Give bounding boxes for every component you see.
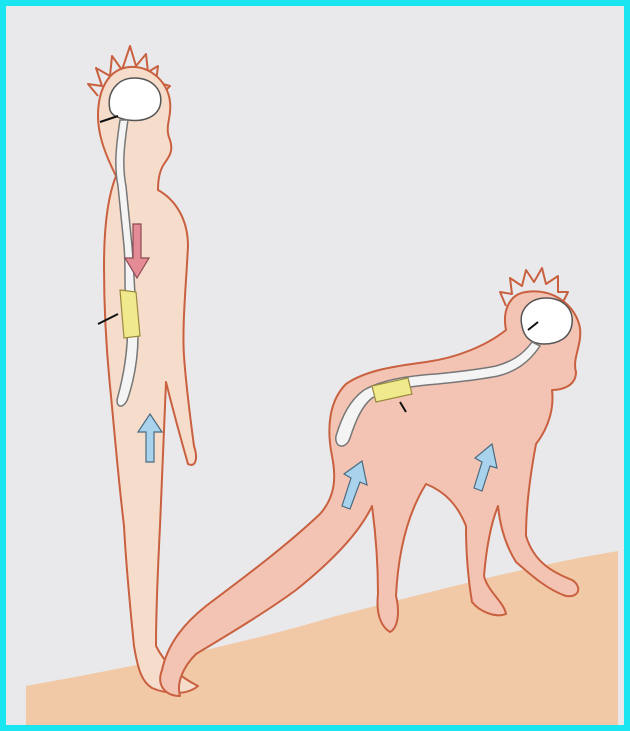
standing-body xyxy=(98,67,198,693)
disc-highlight xyxy=(120,290,140,338)
ground-slope xyxy=(26,551,618,731)
brain-icon xyxy=(109,78,161,120)
illustration xyxy=(6,6,630,731)
standing-figure xyxy=(88,46,198,693)
brain-icon xyxy=(521,298,572,344)
